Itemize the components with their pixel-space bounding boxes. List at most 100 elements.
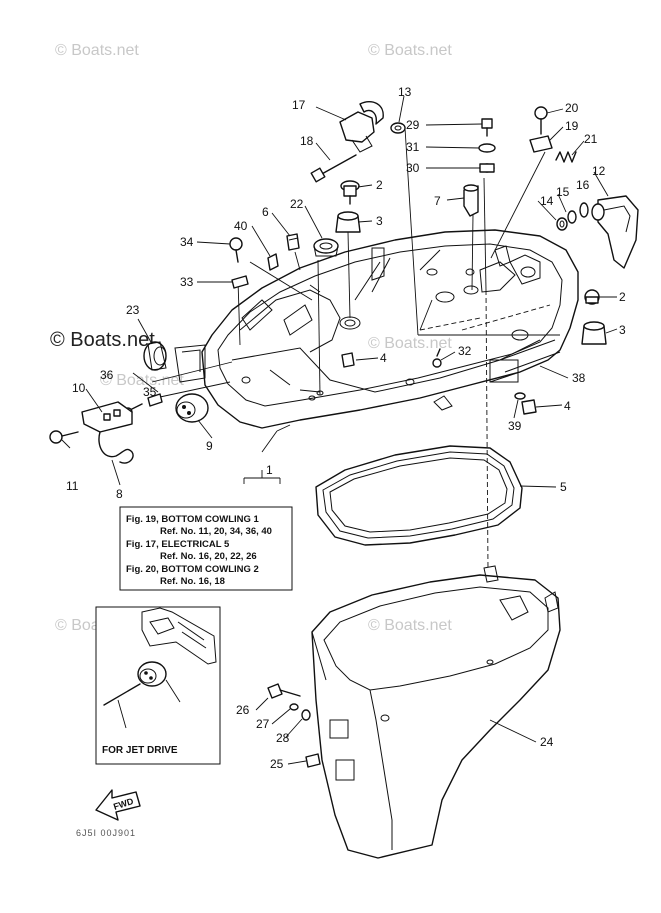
ref-line-6: Ref. No. 16, 18 [160,576,225,587]
callout-8: 8 [116,487,123,501]
part-33-clip [231,275,249,289]
part-21-spring [555,151,577,163]
part-9-grommet-left [175,393,209,423]
callout-39: 39 [508,419,522,433]
callout-14: 14 [540,194,554,208]
callout-1: 1 [266,463,273,477]
rubber-seal [315,445,523,546]
ref-line-3: Fig. 17, ELECTRICAL 5 [126,539,230,550]
callout-34: 34 [180,235,194,249]
part-11-bolt [49,430,79,444]
callout-26: 26 [236,703,250,717]
callout-24: 24 [540,735,554,749]
watermark-top-left: © Boats.net [55,42,139,59]
callout-28: 28 [276,731,290,745]
part-18-screw [310,154,357,183]
part-4-collar-middle [341,352,355,368]
callout-2-upper: 2 [376,178,383,192]
callout-9-main: 9 [206,439,213,453]
part-3-grommet-upper [335,211,361,233]
part-29-bolt [481,118,493,137]
part-22-grommet [313,238,339,257]
part-25-nut [305,753,321,768]
assembly-leader-lines [151,127,560,571]
part-32-screw [432,348,442,368]
callout-12: 12 [592,164,606,178]
ref-line-2: Ref. No. 11, 20, 34, 36, 40 [160,526,272,537]
callout-40: 40 [234,219,248,233]
inset-label: FOR JET DRIVE [102,745,178,756]
part-10-bracket [81,401,133,433]
callout-27: 27 [256,717,270,731]
watermark-top-right: © Boats.net [368,42,452,59]
callout-1-bracket [243,470,281,484]
part-13-grommet [390,122,406,134]
callout-3-upper: 3 [376,214,383,228]
callout-4-middle: 4 [380,351,387,365]
callout-4-right: 4 [564,399,571,413]
callout-29: 29 [406,118,420,132]
watermark-prominent: © Boats.net [50,329,155,351]
callout-30: 30 [406,161,420,175]
part-34-bolt [229,237,243,263]
part-8-clip [98,431,134,464]
reference-box: Fig. 19, BOTTOM COWLING 1 Ref. No. 11, 2… [119,506,293,591]
part-2-bolt-right [584,289,600,305]
callout-16: 16 [576,178,590,192]
watermark-middle-right: © Boats.net [368,335,452,352]
part-3-grommet-right [581,321,607,345]
callout-31: 31 [406,140,420,154]
callout-38: 38 [572,371,586,385]
part-17-bracket [339,100,384,153]
lower-apron [311,565,561,859]
callout-17: 17 [292,98,306,112]
callout-25: 25 [270,757,284,771]
callout-20: 20 [565,101,579,115]
callout-21: 21 [584,132,598,146]
callout-11: 11 [66,479,79,493]
callout-leaders [61,95,618,765]
callout-15: 15 [556,185,570,199]
part-39-collar [514,392,526,400]
part-15-washer [567,210,577,224]
bottom-cowling-tray [174,229,579,429]
part-16-washer [579,202,589,218]
ref-line-5: Fig. 20, BOTTOM COWLING 2 [126,564,259,575]
ref-line-1: Fig. 19, BOTTOM COWLING 1 [126,514,260,525]
callout-5: 5 [560,480,567,494]
part-31-washer [478,143,496,153]
part-12-lever [591,195,639,269]
part-40-clip [267,253,279,271]
part-28-washer [301,709,311,721]
callout-36: 36 [100,368,114,382]
callout-32: 32 [458,344,472,358]
callout-13: 13 [398,85,412,99]
part-26-bolt [267,683,301,699]
watermark-lower-right: © Boats.net [368,617,452,634]
part-7-spacer [463,184,479,217]
part-35-plate [147,393,163,407]
callout-33: 33 [180,275,194,289]
part-23-cap [143,341,167,371]
part-19-plate [529,135,553,153]
callout-23: 23 [126,303,140,317]
callout-6: 6 [262,205,269,219]
callout-18: 18 [300,134,314,148]
part-4-collar-right [521,399,537,415]
callout-19: 19 [565,119,579,133]
part-20-bolt [534,106,548,135]
callout-22: 22 [290,197,304,211]
part-30-nut [479,163,495,173]
jet-drive-inset: FOR JET DRIVE [95,606,221,765]
ref-line-4: Ref. No. 16, 20, 22, 26 [160,551,257,562]
part-2-bolt-upper [340,180,360,205]
callout-10: 10 [72,381,86,395]
part-6-fitting [286,233,300,251]
diagram-code: 6J5I 00J901 [76,828,136,838]
callout-7: 7 [434,194,441,208]
callout-3-right: 3 [619,323,626,337]
callout-2-right: 2 [619,290,626,304]
part-27-washer [289,703,299,711]
callout-labels: 1 2 2 3 3 4 4 5 6 7 8 9 9 10 11 12 13 14… [66,85,626,771]
